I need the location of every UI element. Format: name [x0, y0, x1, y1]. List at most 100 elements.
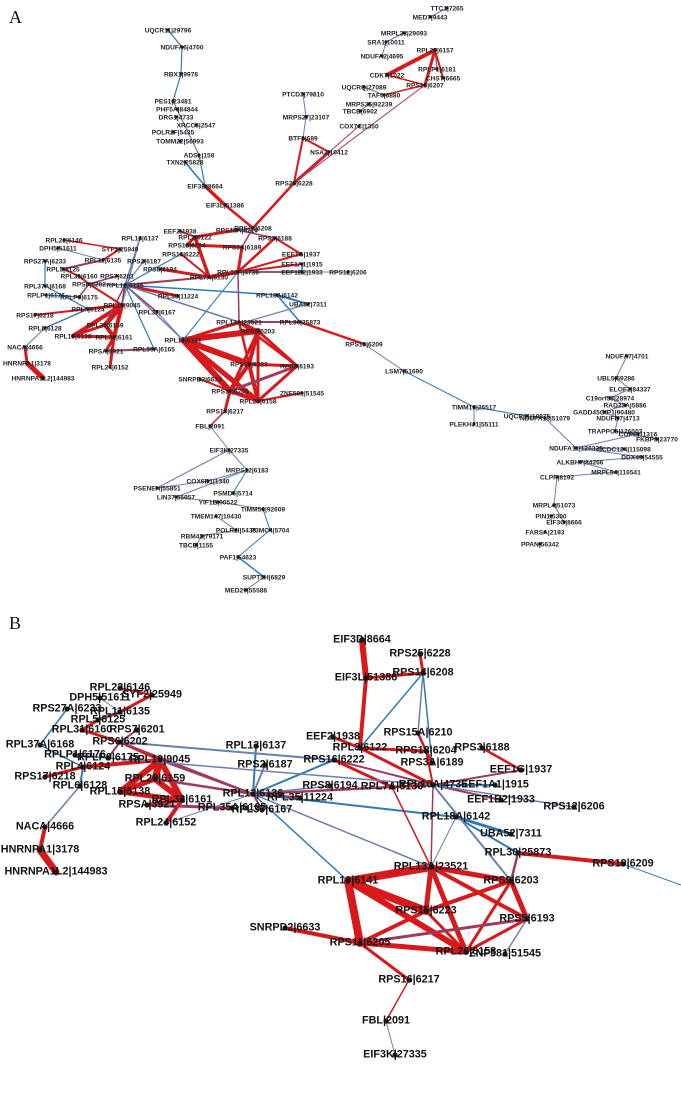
b-node-dot: [463, 949, 469, 955]
a-node-rbx1-9978: RBX1|9978: [164, 72, 198, 79]
b-node-dph5-51611: DPH5|51611: [69, 692, 130, 704]
a-node-label: TXN2|25828: [166, 160, 203, 167]
a-node-dot: [384, 40, 388, 44]
a-node-dot: [198, 377, 202, 381]
a-node-dot: [179, 252, 183, 256]
b-node-label: RPL26|6158: [436, 946, 497, 958]
b-node-dot: [392, 1052, 398, 1058]
a-node-label: UBA52|7311: [289, 302, 327, 309]
a-node-mrpl4-51073: MRPL4|51073: [533, 503, 576, 510]
b-edge: [509, 851, 520, 883]
a-node-label: MRPS12|6183: [226, 468, 269, 475]
a-edge: [256, 364, 299, 403]
a-node-label: ALKBH7|84266: [557, 460, 604, 467]
a-node-rpl32-6161: RPL32|6161: [95, 335, 132, 342]
a-node-rpl29-6159: RPL29|6159: [86, 323, 123, 330]
a-edge: [251, 181, 296, 230]
a-node-rps2-6187: RPS2|6187: [127, 259, 161, 266]
a-node-label: EIF3G|8666: [546, 520, 582, 527]
a-node-eef1a1-1915: EEF1A1|1915: [281, 262, 323, 269]
a-node-label: TTC1|7265: [431, 6, 464, 13]
a-node-label: RPS5|6193: [280, 364, 314, 371]
b-edge: [390, 783, 435, 789]
a-node-dot: [43, 326, 47, 330]
b-edge: [74, 754, 109, 759]
a-node-dot: [358, 109, 362, 113]
b-node-rpl4-6124: RPL4|6124: [56, 761, 111, 773]
a-node-dot: [223, 203, 227, 207]
b-edge: [283, 926, 362, 945]
a-node-dph5-51611: DPH5|51611: [39, 246, 77, 253]
b-nodes: EIF3D|8664RPS25|6228RPS14|6208EIF3L|5138…: [1, 634, 654, 1061]
b-node-rpl19-9045: RPL19|9045: [130, 754, 191, 766]
b-node-label: RPS7|6201: [109, 724, 164, 736]
a-node-label: C19orf53|28974: [586, 396, 635, 403]
b-node-rpl24-6152: RPL24|6152: [136, 817, 197, 829]
b-edge: [252, 793, 432, 868]
a-node-label: NDUFA11|126328: [549, 446, 603, 453]
a-node-label: RAD23A|5886: [604, 403, 647, 410]
a-node-label: RPL12|6136: [106, 283, 143, 290]
b-edges: [36, 637, 681, 1056]
a-node-rpl13-6137: RPL13|6137: [121, 236, 158, 243]
a-node-label: BTF3|689: [288, 136, 318, 143]
a-node-label: RPS16|6217: [206, 409, 244, 416]
b-node-rps15-6223: RPS15|6223: [395, 905, 456, 917]
a-node-ttc1-7265: TTC1|7265: [431, 6, 464, 13]
a-node-label: NDUFB7|4713: [596, 416, 640, 423]
a-node-label: PLEKHJ1|55111: [449, 422, 498, 429]
b-node-dot: [508, 878, 514, 884]
a-node-label: RPL10A|4736: [217, 270, 259, 277]
a-edge: [553, 476, 558, 506]
a-edge: [302, 93, 307, 118]
a-node-dot: [636, 432, 640, 436]
b-edge: [508, 878, 530, 922]
b-edge: [344, 877, 364, 947]
b-node-rps11-6205: RPS11|6205: [330, 937, 391, 949]
b-node-label: EIF3L|51386: [335, 672, 397, 684]
a-node-label: NDUFA7|4701: [606, 354, 649, 361]
a-edge: [223, 389, 232, 413]
a-node-dot: [622, 447, 626, 451]
a-node-rpl37-6167: RPL37|6167: [138, 310, 175, 317]
b-node-dot: [105, 755, 111, 761]
b-node-label: RPS12|6206: [543, 801, 604, 813]
a-node-dot: [298, 320, 302, 324]
a-node-label: COX7C|1350: [339, 124, 379, 131]
a-node-btf3-689: BTF3|689: [288, 136, 318, 143]
b-node-label: EIF3K|27335: [363, 1049, 427, 1061]
a-node-label: GADD45GIP1|90480: [573, 410, 635, 417]
a-node-label: RPLP1|6181: [418, 67, 456, 74]
a-node-farsa-2193: FARSA|2193: [526, 530, 565, 537]
b-node-label: FBL|2091: [362, 1015, 410, 1027]
a-node-dot: [428, 15, 432, 19]
a-node-dot: [138, 236, 142, 240]
a-node-rpl11-6135: RPL11|6135: [85, 258, 122, 265]
a-node-hnrnpa1-3178: HNRNPA1|3178: [3, 361, 51, 368]
a-node-ptcd3-79810: PTCD3|79810: [282, 92, 324, 99]
a-node-label: FARSA|2193: [526, 530, 565, 537]
b-node-dot: [415, 730, 421, 736]
a-node-label: EIF3L|51386: [206, 203, 244, 210]
a-edge: [429, 7, 448, 18]
a-node-paf1-54623: PAF1|54623: [220, 555, 257, 562]
a-node-label: COX6B1|1340: [187, 479, 230, 486]
a-node-label: RPS16|6222: [162, 252, 200, 259]
a-node-rpsa-3921: RPSA|3921: [89, 349, 124, 356]
a-node-label: NDUFA2|4695: [361, 54, 404, 61]
a-edge: [102, 248, 121, 261]
b-node-label: RPS16|6222: [303, 754, 364, 766]
b-edge: [430, 784, 434, 868]
b-edge: [145, 803, 234, 810]
a-node-phf5a-84844: PHF5A|84844: [156, 107, 198, 114]
b-edge: [417, 672, 424, 734]
b-node-rpl37-6167: RPL37|6167: [232, 804, 293, 816]
b-node-dot: [163, 820, 169, 826]
a-node-rpl3-6122: RPL3|6122: [178, 235, 212, 242]
a-edge: [274, 237, 302, 255]
a-edge: [78, 275, 90, 285]
a-node-dot: [61, 267, 65, 271]
a-node-dot: [179, 72, 183, 76]
a-edge: [44, 285, 89, 310]
b-node-rps12-6206: RPS12|6206: [543, 801, 604, 813]
